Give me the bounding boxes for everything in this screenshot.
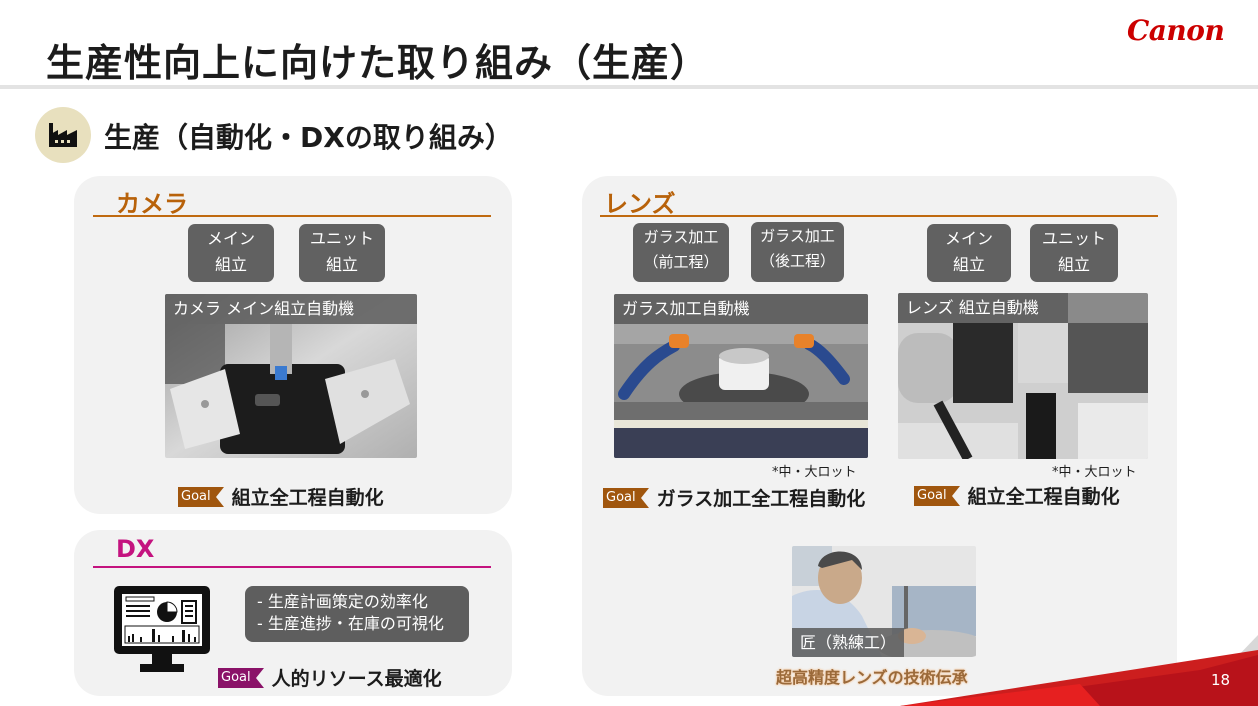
glass-lot-note: *中・大ロット bbox=[772, 465, 857, 480]
lens-rule bbox=[600, 215, 1158, 217]
glass-goal: Goal ガラス加工全工程自動化 bbox=[603, 484, 865, 511]
master-craftsman-photo: 匠（熟練工） bbox=[792, 546, 976, 657]
goal-badge: Goal bbox=[603, 487, 649, 508]
craft-caption: 超高精度レンズの技術伝承 bbox=[776, 668, 968, 687]
camera-rule bbox=[93, 215, 491, 217]
goal-badge: Goal bbox=[178, 486, 224, 507]
assembly-lot-note: *中・大ロット bbox=[1052, 465, 1137, 480]
glass-processing-machine-photo: ガラス加工自動機 bbox=[614, 294, 868, 458]
dx-item: - 生産進捗・在庫の可視化 bbox=[257, 614, 444, 633]
glass-photo-label: ガラス加工自動機 bbox=[614, 294, 868, 324]
goal-badge: Goal bbox=[914, 485, 960, 506]
lens-chip-unit-assembly: ユニット 組立 bbox=[1030, 224, 1118, 282]
lens-chip-main-assembly: メイン 組立 bbox=[927, 224, 1011, 282]
craftsman-photo-label: 匠（熟練工） bbox=[792, 628, 904, 657]
factory-icon bbox=[35, 107, 91, 163]
lens-assembly-machine-photo: レンズ 組立自動機 bbox=[898, 293, 1148, 459]
goal-badge: Goal bbox=[218, 667, 264, 688]
lens-title: レンズ bbox=[604, 190, 676, 218]
camera-goal-text: 組立全工程自動化 bbox=[231, 487, 384, 509]
camera-chip-main-assembly: メイン 組立 bbox=[188, 224, 274, 282]
section-title: 生産（自動化・DXの取り組み） bbox=[104, 121, 513, 154]
dx-rule bbox=[93, 566, 491, 568]
lens-assembly-goal-text: 組立全工程自動化 bbox=[967, 486, 1120, 508]
page-number: 18 bbox=[1211, 671, 1231, 689]
canon-logo: Canon bbox=[1127, 14, 1225, 47]
lens-assembly-goal: Goal 組立全工程自動化 bbox=[914, 482, 1120, 509]
camera-goal: Goal 組立全工程自動化 bbox=[178, 483, 384, 510]
glass-goal-text: ガラス加工全工程自動化 bbox=[656, 488, 866, 510]
camera-title: カメラ bbox=[116, 190, 188, 218]
title-divider bbox=[0, 85, 1258, 89]
dx-item: - 生産計画策定の効率化 bbox=[257, 592, 428, 611]
dx-benefits-box: - 生産計画策定の効率化 - 生産進捗・在庫の可視化 bbox=[245, 586, 469, 642]
lens-chip-glass-back: ガラス加工 （後工程） bbox=[751, 222, 844, 282]
lens-chip-glass-front: ガラス加工 （前工程） bbox=[633, 223, 729, 282]
footer-decoration bbox=[900, 635, 1258, 706]
camera-chip-unit-assembly: ユニット 組立 bbox=[299, 224, 385, 282]
dx-goal: Goal 人的リソース最適化 bbox=[218, 664, 442, 691]
page-title: 生産性向上に向けた取り組み（生産） bbox=[46, 41, 710, 85]
dx-goal-text: 人的リソース最適化 bbox=[271, 668, 442, 690]
camera-assembly-machine-photo: カメラ メイン組立自動機 bbox=[165, 294, 417, 458]
monitor-dashboard-icon bbox=[112, 584, 212, 674]
camera-photo-label: カメラ メイン組立自動機 bbox=[165, 294, 417, 324]
lens-assembly-photo-label: レンズ 組立自動機 bbox=[898, 293, 1068, 323]
dx-title: DX bbox=[116, 535, 155, 563]
